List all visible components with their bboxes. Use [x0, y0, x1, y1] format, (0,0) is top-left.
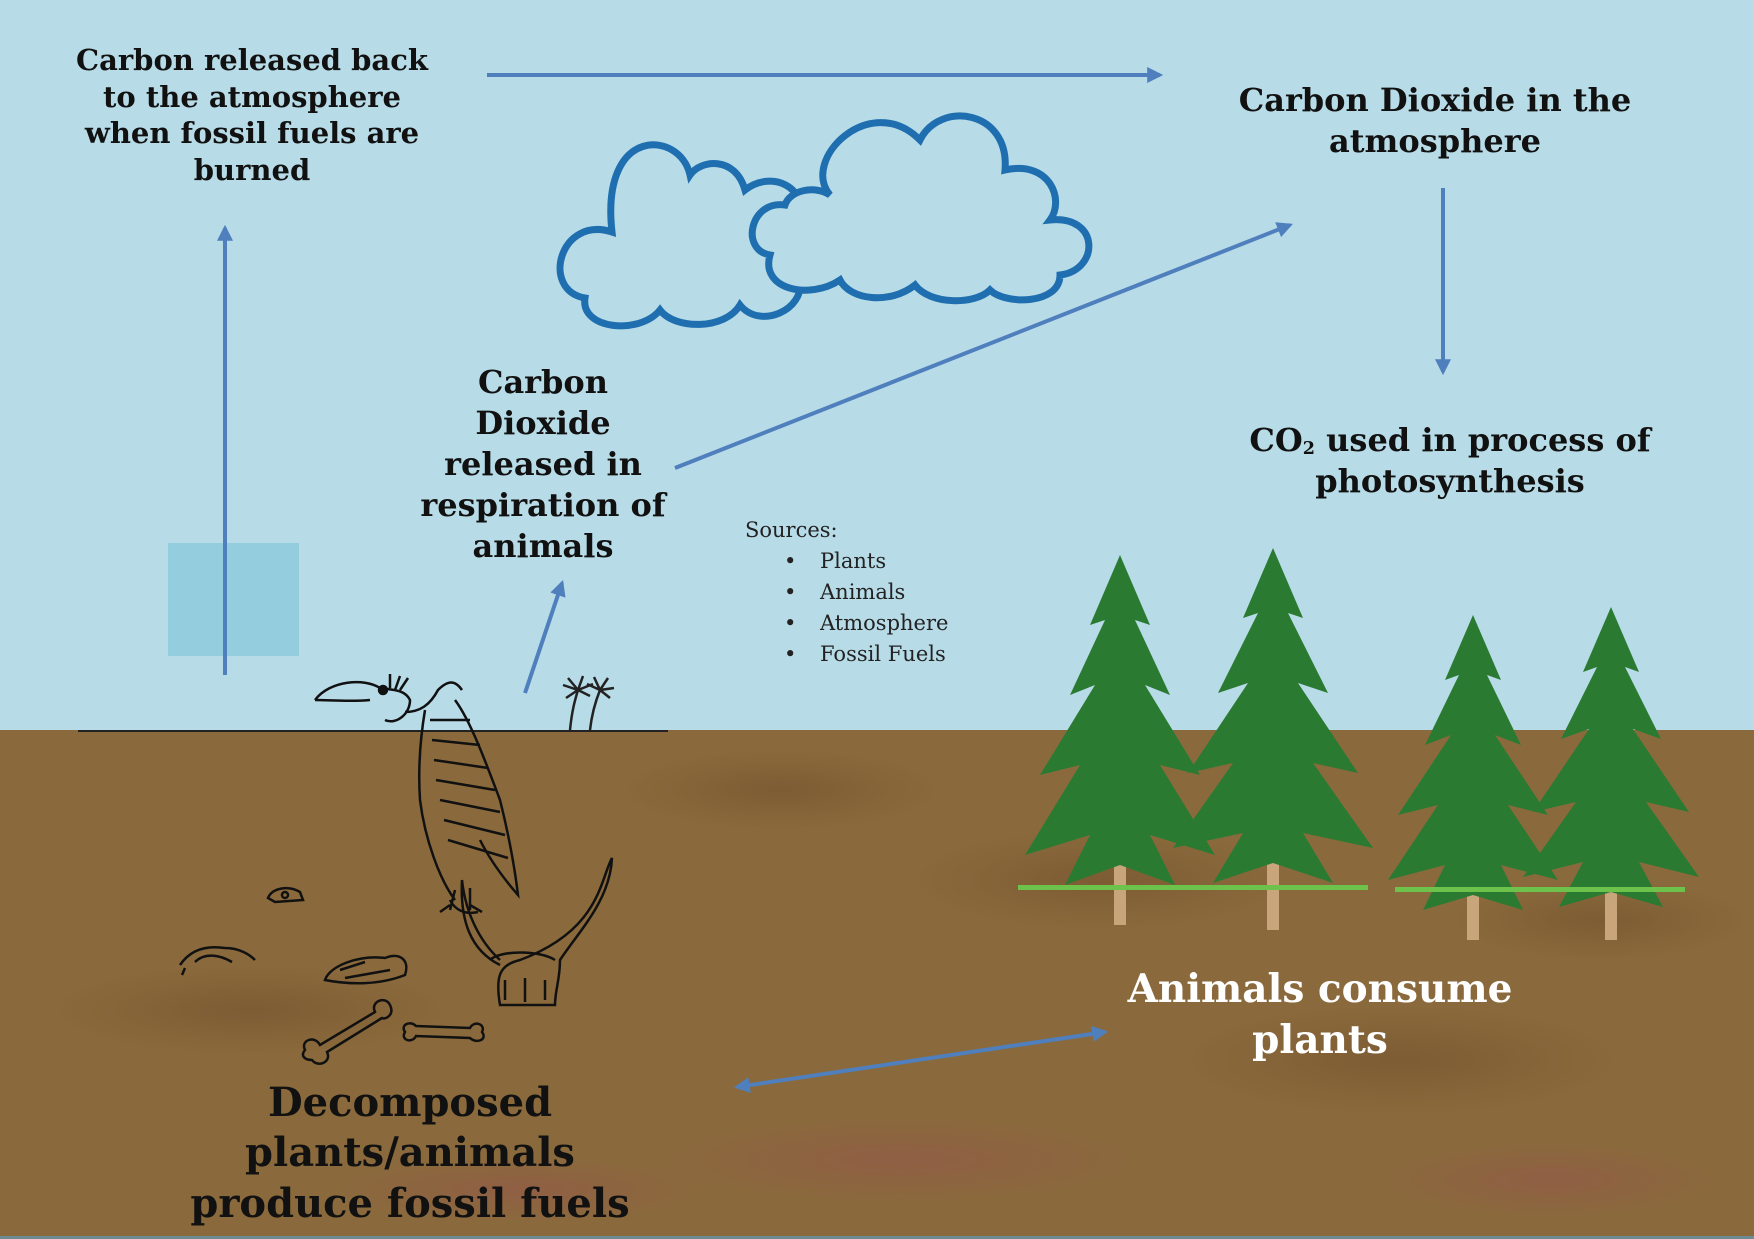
tree-icon [1388, 615, 1558, 940]
label-line: Decomposed plants/animals [245, 1079, 575, 1177]
soil-texture [50, 750, 1750, 1225]
tree-group-2 [1388, 607, 1699, 940]
label-line: Carbon [477, 363, 609, 401]
label-animals-consume: Animals consume plants [1110, 964, 1530, 1065]
label-line: when fossil fuels are [84, 116, 420, 151]
sources-list: Sources: Plants Animals Atmosphere Fossi… [745, 515, 948, 670]
co2-prefix: CO [1249, 421, 1303, 459]
bone-icon [178, 886, 485, 1065]
label-line: plants [1252, 1016, 1388, 1063]
photosynthesis-line1: used in process of [1315, 421, 1651, 459]
label-decomposed: Decomposed plants/animals produce fossil… [100, 1078, 720, 1229]
label-line: atmosphere [1329, 121, 1541, 160]
label-photosynthesis: CO2 used in process of photosynthesis [1240, 420, 1660, 502]
label-line: to the atmosphere [103, 79, 401, 114]
source-item: Atmosphere [784, 608, 949, 639]
label-line: produce fossil fuels [190, 1179, 630, 1227]
arrow-respiration-to-atmosphere [674, 222, 1293, 470]
label-co2-respiration: Carbon Dioxide released in respiration o… [408, 362, 678, 567]
label-carbon-released-back: Carbon released back to the atmosphere w… [72, 42, 432, 188]
label-line: photosynthesis [1315, 461, 1585, 500]
source-item: Plants [784, 546, 948, 577]
label-line: Animals consume [1127, 966, 1513, 1012]
arrow-animal-to-respiration [523, 579, 566, 694]
source-item: Fossil Fuels [784, 639, 948, 670]
source-item: Animals [784, 577, 948, 608]
bottom-border [0, 1236, 1754, 1239]
label-line: animals [472, 526, 614, 565]
tree-icon [1025, 555, 1215, 925]
arrow-consume-decompose [733, 1025, 1109, 1094]
label-line: released in [444, 444, 642, 483]
palm-tree-icon [562, 675, 615, 731]
label-line: Carbon Dioxide in the [1238, 81, 1632, 119]
label-line: CO2 used in process of [1240, 420, 1660, 461]
label-line: respiration of [420, 485, 666, 524]
label-line: Dioxide [475, 403, 611, 442]
label-line: Carbon released back [76, 43, 428, 77]
co2-subscript: 2 [1302, 437, 1316, 459]
tree-icon [1523, 607, 1699, 940]
label-line: burned [193, 152, 311, 187]
translucent-square [168, 543, 299, 656]
tree-icon [1173, 548, 1373, 930]
sources-heading: Sources: [745, 518, 838, 542]
sources-items: Plants Animals Atmosphere Fossil Fuels [745, 546, 949, 670]
vulture-icon [314, 674, 520, 915]
grass [1018, 885, 1368, 890]
cloud-icon [556, 112, 1093, 330]
label-co2-atmosphere: Carbon Dioxide in the atmosphere [1220, 80, 1650, 162]
grass [1395, 887, 1685, 892]
tree-group-1 [1018, 548, 1373, 930]
skull-icon [460, 857, 614, 1007]
